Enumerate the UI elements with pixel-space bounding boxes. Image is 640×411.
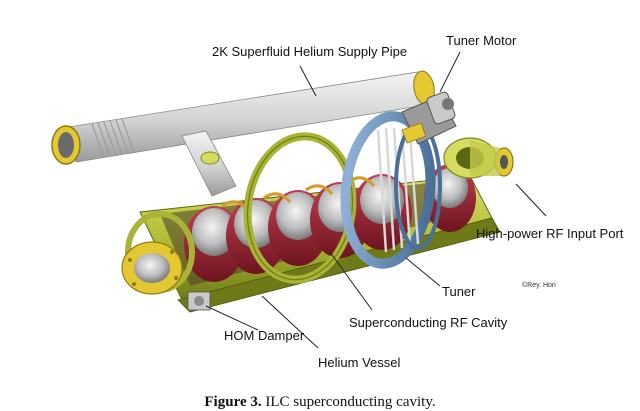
label-supply-pipe: 2K Superfluid Helium Supply Pipe xyxy=(212,44,408,59)
caption-prefix: Figure 3. xyxy=(204,394,262,410)
image-credit: ©Rey. Hori xyxy=(522,282,556,289)
helium-supply-pipe xyxy=(51,70,435,197)
label-helium-vessel: Helium Vessel xyxy=(318,355,401,370)
label-tuner: Tuner xyxy=(442,284,476,299)
caption-text: ILC superconducting cavity. xyxy=(265,394,436,410)
label-rf-input-port: High-power RF Input Port xyxy=(476,226,624,241)
tuner-motor xyxy=(401,91,457,145)
hom-damper xyxy=(121,241,211,311)
label-sc-rf-cavity: Superconducting RF Cavity xyxy=(349,315,508,330)
figure-caption: Figure 3. ILC superconducting cavity. xyxy=(0,394,640,411)
tuner-assembly xyxy=(340,111,442,269)
label-hom-damper: HOM Damper xyxy=(224,328,305,343)
label-tuner-motor: Tuner Motor xyxy=(446,33,517,48)
rf-input-port xyxy=(443,137,514,179)
leader-lines xyxy=(205,51,547,349)
